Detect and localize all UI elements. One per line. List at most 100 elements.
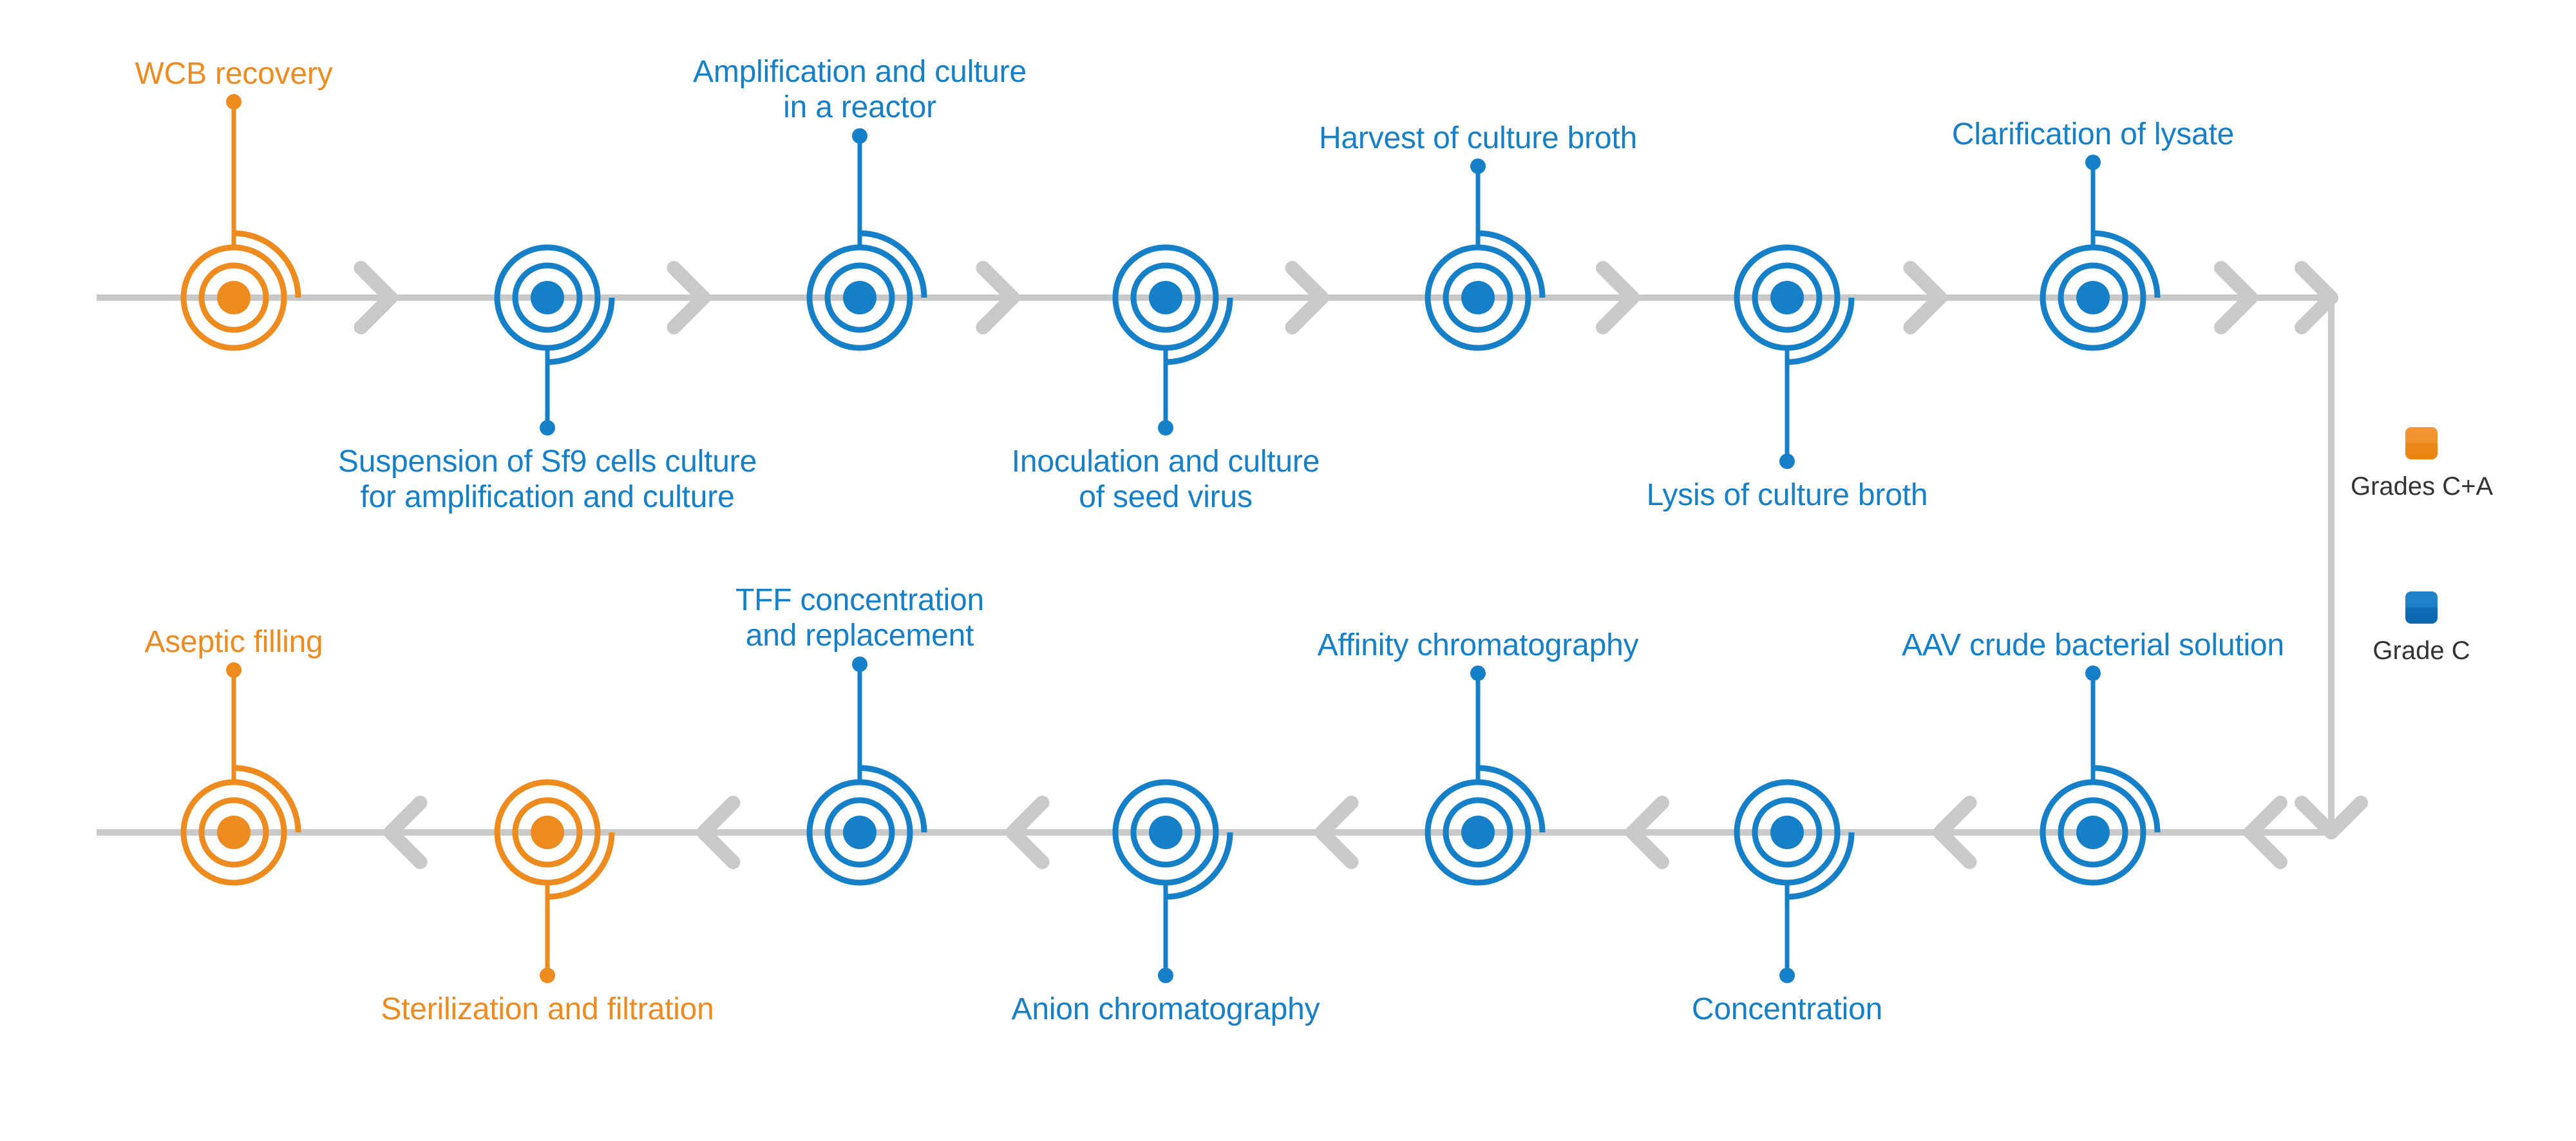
node-middle-ring [2058, 262, 2128, 333]
node-2-1[interactable] [180, 662, 301, 886]
label-clarification-lysate: Clarification of lysate [1951, 117, 2235, 151]
node-stem-dot [1779, 968, 1795, 983]
node-outer-arc [859, 765, 927, 833]
node-outer-arc [1477, 230, 1546, 298]
node-1-2[interactable] [494, 244, 615, 436]
legend-label-grade-c: Grade C [2372, 637, 2470, 665]
flow-chevron-row2-1 [383, 796, 428, 869]
node-middle-ring [1752, 262, 1823, 333]
node-stem-dot [1470, 666, 1486, 681]
label-amplification-reactor: Amplification and culture in a reactor [693, 55, 1027, 124]
flow-chevron-row1-tail [2214, 261, 2258, 334]
flow-chevron-row2-3 [1005, 796, 1050, 869]
label-anion-chromatography: Anion chromatography [1011, 992, 1320, 1026]
node-1-7[interactable] [2040, 155, 2161, 351]
node-outer-arc [547, 832, 615, 900]
node-2-5[interactable] [1425, 666, 1546, 886]
node-1-4[interactable] [1112, 244, 1233, 436]
node-outer-arc [1477, 765, 1546, 833]
node-core-dot [217, 816, 251, 849]
return-arrow-head-top [2295, 261, 2338, 334]
flow-chevron-row1-2 [667, 261, 711, 334]
node-middle-ring [1752, 797, 1823, 868]
label-sterilization-filtration: Sterilization and filtration [381, 992, 714, 1026]
node-outer-arc [2092, 765, 2161, 833]
node-outer-arc [1165, 832, 1233, 900]
node-middle-ring [1443, 797, 1513, 868]
label-aseptic-filling: Aseptic filling [144, 625, 323, 659]
label-suspension-sf9: Suspension of Sf9 cells culture for ampl… [337, 445, 757, 514]
node-outer-arc [1165, 297, 1233, 365]
node-outer-arc [547, 297, 615, 365]
legend-label-grades-c-a: Grades C+A [2351, 472, 2494, 501]
node-core-dot [2076, 816, 2110, 849]
node-stem-dot [1158, 420, 1173, 436]
node-stem-dot [1158, 968, 1173, 983]
node-core-dot [531, 816, 564, 849]
node-middle-ring [1130, 797, 1201, 868]
node-2-3[interactable] [806, 657, 927, 886]
node-outer-arc [233, 230, 301, 298]
return-arrow-head-bottom [2295, 796, 2368, 839]
flow-chevron-row2-head [2244, 796, 2287, 869]
node-core-dot [531, 281, 564, 314]
node-stem-dot [226, 662, 242, 678]
flow-chevron-row1-6 [1903, 261, 1947, 334]
node-middle-ring [198, 797, 269, 868]
node-middle-ring [1443, 262, 1513, 333]
node-stem-dot [852, 657, 867, 672]
node-core-dot [843, 281, 876, 314]
node-core-dot [1461, 816, 1495, 849]
node-stem-dot [226, 94, 242, 110]
node-middle-ring [512, 262, 583, 333]
node-1-1[interactable] [180, 94, 301, 351]
node-core-dot [843, 816, 876, 849]
node-middle-ring [2058, 797, 2128, 868]
label-concentration: Concentration [1691, 992, 1883, 1026]
node-middle-ring [198, 262, 269, 333]
legend-item-grades-c-a: Grades C+A [2351, 427, 2494, 501]
label-harvest-culture-broth: Harvest of culture broth [1318, 121, 1638, 155]
node-outer-arc [233, 765, 301, 833]
node-core-dot [1149, 816, 1182, 849]
flow-chevron-row1-4 [1285, 261, 1329, 334]
legend-item-grade-c: Grade C [2351, 591, 2492, 666]
node-outer-arc [1786, 297, 1855, 365]
node-1-6[interactable] [1734, 244, 1855, 469]
node-stem-dot [2085, 666, 2101, 681]
node-core-dot [1149, 281, 1182, 314]
node-2-4[interactable] [1112, 779, 1233, 983]
node-1-5[interactable] [1425, 158, 1546, 351]
node-2-7[interactable] [2040, 666, 2161, 886]
node-2-6[interactable] [1734, 779, 1855, 983]
node-stem-dot [2085, 155, 2101, 170]
flow-chevron-row2-5 [1625, 796, 1669, 869]
node-core-dot [1770, 816, 1804, 849]
flow-chevron-row2-6 [1933, 796, 1977, 869]
label-wcb-recovery: WCB recovery [135, 57, 333, 91]
node-stem-dot [540, 968, 555, 983]
node-middle-ring [824, 797, 895, 868]
node-2-2[interactable] [494, 779, 615, 983]
label-inoculation-seed-virus: Inoculation and culture of seed virus [1011, 445, 1320, 514]
node-middle-ring [512, 797, 583, 868]
flow-chevron-row2-4 [1314, 796, 1359, 869]
legend-swatch-blue [2405, 591, 2438, 624]
node-outer-arc [859, 230, 927, 298]
node-core-dot [1770, 281, 1804, 314]
node-middle-ring [1130, 262, 1201, 333]
node-middle-ring [824, 262, 895, 333]
label-aav-crude-solution: AAV crude bacterial solution [1902, 628, 2284, 662]
node-stem-dot [1470, 158, 1486, 174]
node-1-3[interactable] [806, 128, 927, 351]
node-core-dot [2076, 281, 2110, 314]
node-outer-arc [2092, 230, 2161, 298]
label-lysis-culture-broth: Lysis of culture broth [1646, 478, 1928, 512]
flow-chevron-row1-1 [354, 261, 398, 334]
label-affinity-chromatography: Affinity chromatography [1317, 628, 1639, 662]
node-stem-dot [852, 128, 867, 144]
node-stem-dot [1779, 454, 1795, 469]
node-core-dot [217, 281, 251, 314]
